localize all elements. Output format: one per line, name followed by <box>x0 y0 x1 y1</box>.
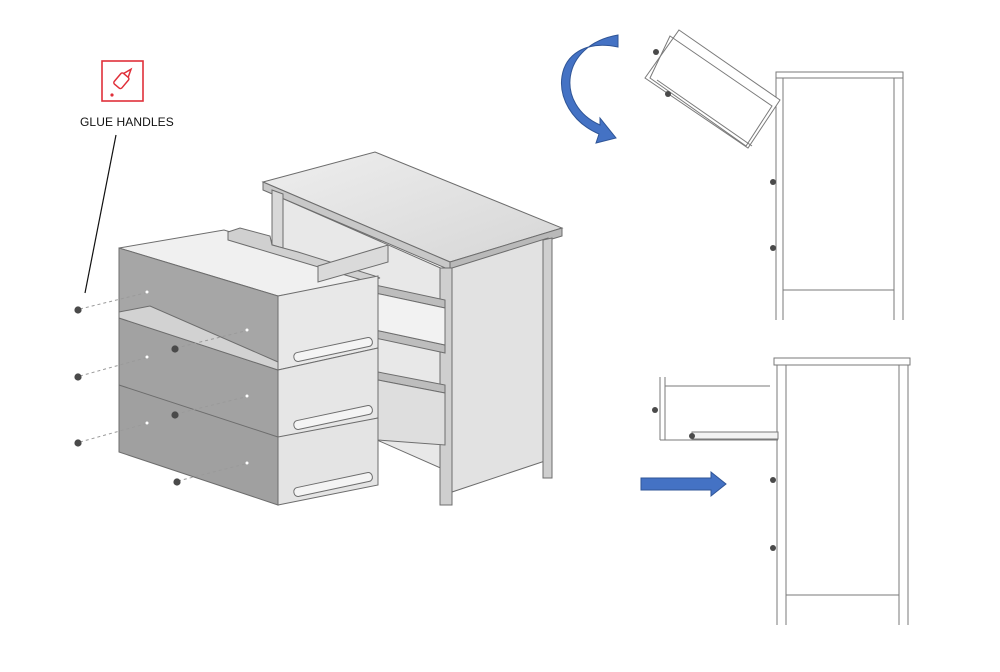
side-view-push <box>659 357 911 625</box>
glue-bottle-icon <box>101 60 144 102</box>
knob-icon <box>770 545 776 551</box>
side-view-tilt <box>644 29 904 320</box>
right-arrow-icon <box>640 470 727 498</box>
glue-leader-line <box>84 134 117 294</box>
screw-icon <box>74 373 82 381</box>
screw-icon <box>171 411 179 419</box>
knob-icon <box>770 179 776 185</box>
knob-icon <box>653 49 659 55</box>
curved-arrow-icon <box>561 34 619 144</box>
knob-icon <box>689 433 695 439</box>
screw-icon <box>74 306 82 314</box>
drawer-top <box>118 227 389 371</box>
screw-icon <box>173 478 181 486</box>
knob-icon <box>770 245 776 251</box>
knob-icon <box>652 407 658 413</box>
screw-holes <box>145 290 249 465</box>
screws <box>74 292 246 486</box>
screw-icon <box>74 439 82 447</box>
drawer-middle <box>118 305 379 441</box>
knob-icon <box>770 477 776 483</box>
drawer-bottom <box>118 384 379 506</box>
knob-icon <box>665 91 671 97</box>
glue-handles-label: GLUE HANDLES <box>80 115 174 129</box>
screw-icon <box>171 345 179 353</box>
